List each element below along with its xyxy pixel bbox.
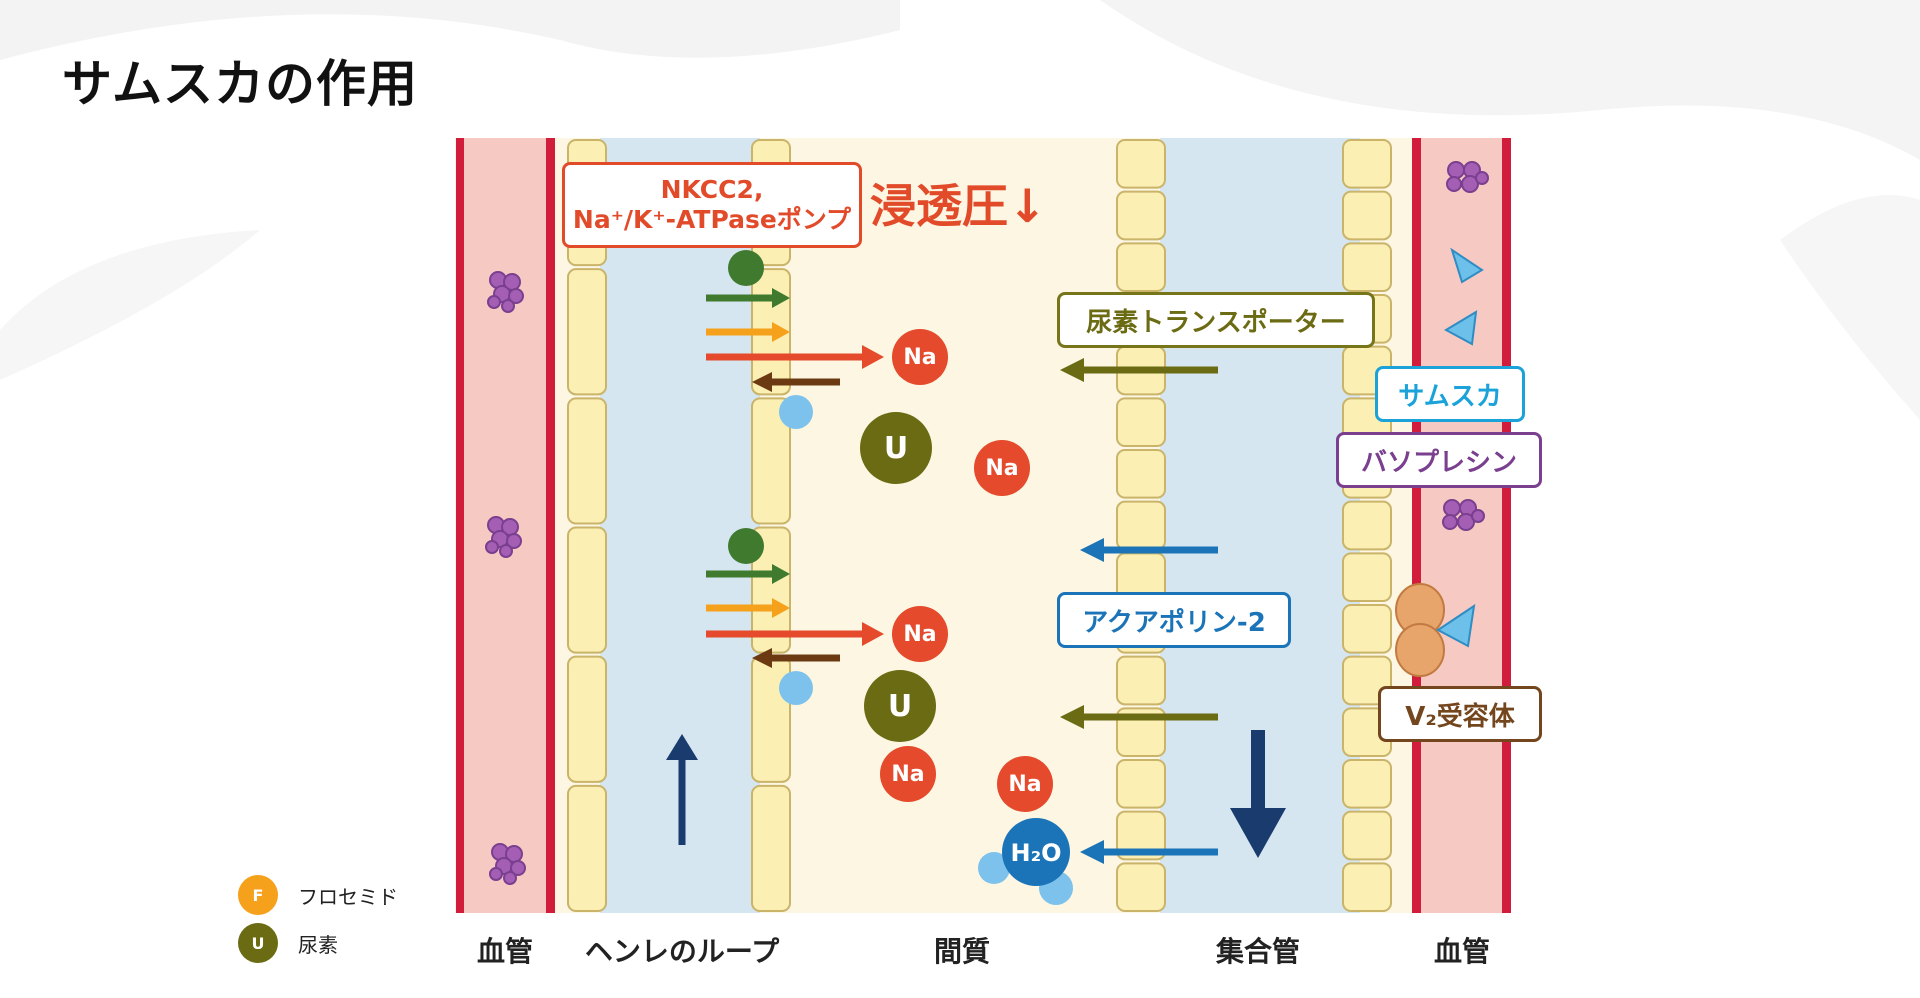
- potassium-circle: [728, 528, 764, 564]
- v2-receptor-icon: [1395, 583, 1476, 677]
- sodium-ion: Na: [974, 440, 1030, 496]
- epithelial-cell: [567, 526, 607, 654]
- epithelial-cell: [1342, 604, 1392, 654]
- epithelial-cell: [751, 784, 791, 912]
- water-molecule-label: H₂O: [1010, 839, 1062, 867]
- urea-molecule: U: [860, 412, 932, 484]
- urea-transport-arrow-upper: [1060, 358, 1218, 382]
- water-transport-arrow-upper: [1080, 538, 1218, 562]
- epithelial-cell: [567, 655, 607, 783]
- chloride-circle: [779, 395, 813, 429]
- chloride-circle: [779, 671, 813, 705]
- pump-arrows-upper: [706, 288, 884, 392]
- pump-label: NKCC2, Na⁺/K⁺-ATPaseポンプ: [562, 162, 862, 248]
- urea-transport-arrow-lower: [1060, 705, 1218, 729]
- epithelial-cell: [1116, 449, 1166, 499]
- sodium-ion: Na: [880, 746, 936, 802]
- legend-item-furosemide: F フロセミド: [238, 875, 398, 915]
- epithelial-cell: [1116, 397, 1166, 448]
- epithelial-cell: [567, 784, 607, 912]
- urea-transporter-label: 尿素トランスポーター: [1057, 292, 1375, 348]
- epithelial-cell: [1342, 810, 1392, 861]
- epithelial-cell: [1342, 500, 1392, 551]
- potassium-circle: [728, 250, 764, 286]
- epithelial-cell: [1342, 242, 1392, 292]
- water-hydrogen-dot: [978, 852, 1010, 884]
- samsca-molecule-icon: [1443, 247, 1484, 346]
- collecting-duct-flow-arrow: [1230, 730, 1286, 858]
- epithelial-cell: [1116, 655, 1166, 706]
- epithelial-cell: [567, 268, 607, 396]
- epithelial-cell: [1116, 500, 1166, 551]
- water-molecule-circle: [1002, 818, 1070, 886]
- urea-icon: U: [238, 923, 278, 963]
- samsca-label: サムスカ: [1375, 366, 1525, 422]
- sodium-ion: Na: [892, 329, 948, 385]
- vasopressin-label: バソプレシン: [1336, 432, 1542, 488]
- epithelial-cell: [1116, 139, 1166, 189]
- legend-label-urea: 尿素: [298, 932, 338, 957]
- epithelial-cell: [567, 397, 607, 525]
- v2-receptor-label: V₂受容体: [1378, 686, 1542, 742]
- epithelial-cell: [1116, 242, 1166, 292]
- epithelial-cell: [1342, 862, 1392, 912]
- epithelial-cell: [751, 397, 791, 525]
- epithelial-cell: [1342, 759, 1392, 809]
- legend-item-urea: U 尿素: [238, 923, 398, 963]
- column-label-blood-vessel-right: 血管: [1433, 935, 1491, 968]
- legend-label-furosemide: フロセミド: [298, 884, 398, 909]
- column-label-interstitium: 間質: [933, 935, 991, 968]
- epithelial-cell: [1116, 810, 1166, 861]
- pump-label-line2: Na⁺/K⁺-ATPaseポンプ: [572, 205, 852, 234]
- page-title: サムスカの作用: [62, 55, 418, 113]
- collecting-duct-left-wall: [1116, 139, 1166, 912]
- epithelial-cell: [1116, 190, 1166, 241]
- ascending-flow-arrow: [666, 734, 698, 845]
- epithelial-cell: [1116, 759, 1166, 809]
- furosemide-icon: F: [238, 875, 278, 915]
- sodium-ion: Na: [997, 756, 1053, 812]
- sodium-ion: Na: [892, 606, 948, 662]
- epithelial-cell: [1116, 862, 1166, 912]
- column-label-blood-vessel-left: 血管: [476, 935, 534, 968]
- aquaporin-label: アクアポリン-2: [1057, 592, 1291, 648]
- legend: F フロセミド U 尿素: [238, 875, 398, 976]
- urea-molecule: U: [864, 670, 936, 742]
- column-label-loop-of-henle: ヘンレのループ: [584, 935, 780, 968]
- epithelial-cell: [751, 655, 791, 783]
- pump-transport-circles: [728, 250, 813, 705]
- water-transport-arrow-lower: [1080, 840, 1218, 864]
- collecting-duct-right-wall: [1342, 139, 1392, 912]
- epithelial-cell: [1342, 190, 1392, 241]
- epithelial-cell: [1342, 139, 1392, 189]
- column-label-collecting-duct: 集合管: [1215, 935, 1301, 968]
- vasopressin-molecule-icon: [485, 161, 1489, 885]
- epithelial-cell: [1342, 552, 1392, 602]
- pump-label-line1: NKCC2,: [660, 175, 764, 204]
- osmotic-pressure-label: 浸透圧↓: [870, 179, 1047, 233]
- pump-arrows-lower: [706, 564, 884, 668]
